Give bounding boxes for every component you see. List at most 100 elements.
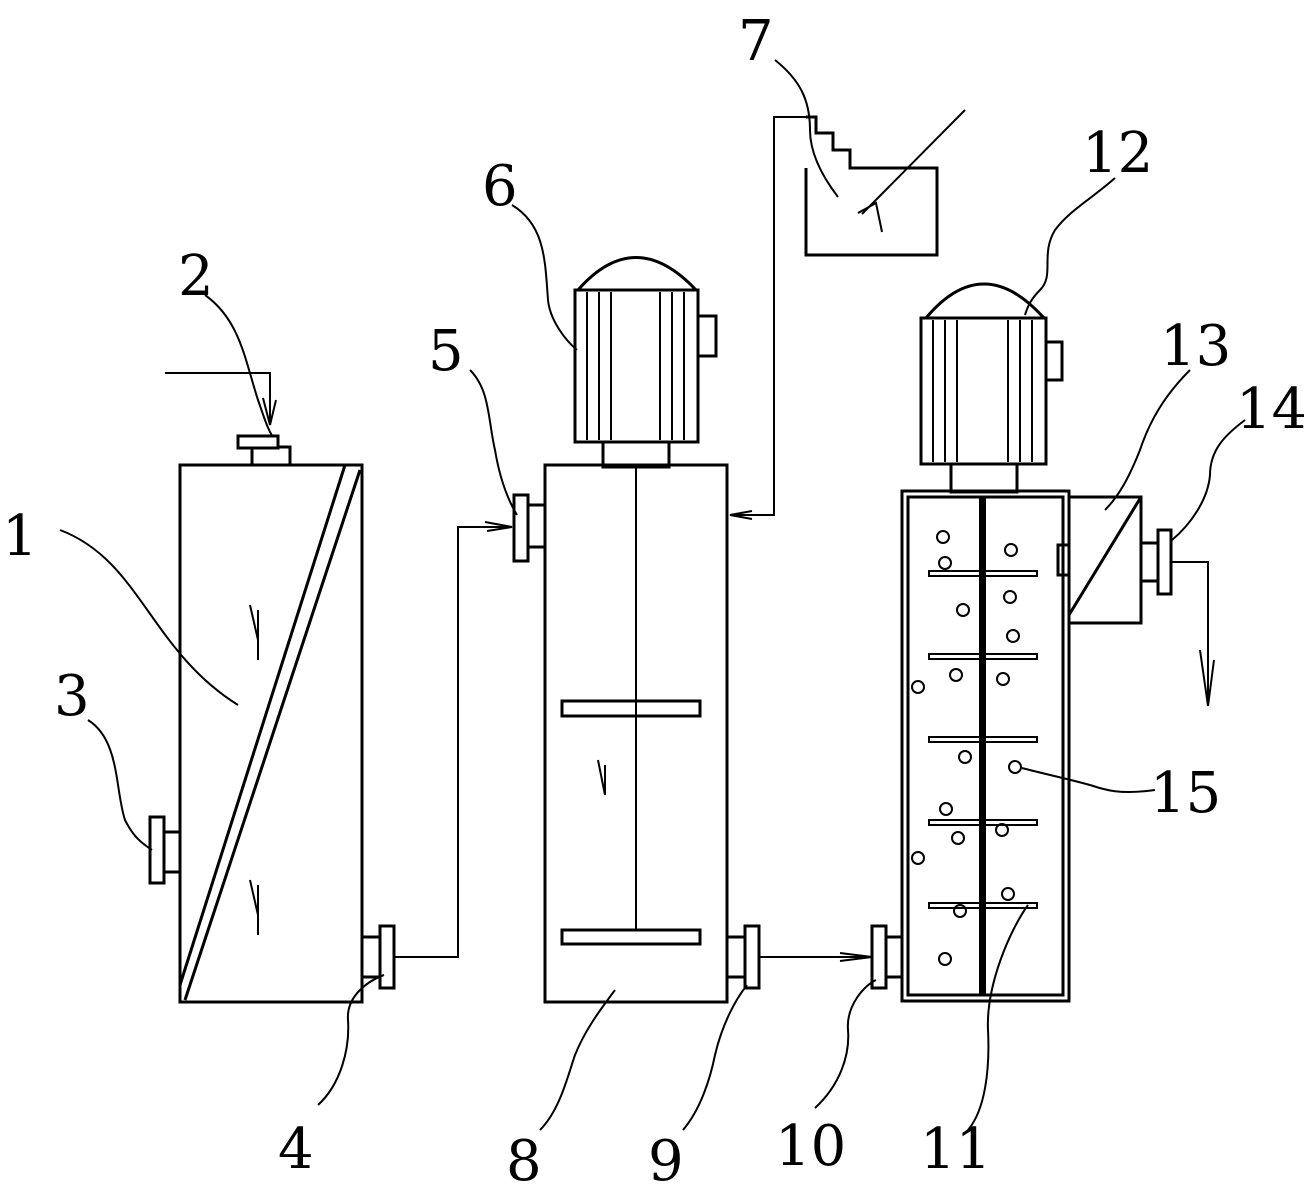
label-12: 12 — [1082, 121, 1153, 186]
tank-1-inlet-pipe — [165, 372, 271, 425]
leader-4 — [317, 974, 385, 1106]
leader-9 — [682, 984, 748, 1131]
tank-1-top-flange-b — [236, 434, 280, 450]
motor-6-box — [696, 314, 718, 358]
pipe-1-to-2-arrow — [484, 521, 513, 532]
leader-3 — [87, 719, 153, 851]
tank-1-diagonal-b — [183, 469, 362, 1001]
motor-12-housing — [919, 316, 1048, 466]
label-15: 15 — [1150, 761, 1221, 826]
tank-1-inlet-arrow — [262, 397, 277, 426]
particle — [936, 530, 950, 544]
tank-1-diagonal-a — [178, 464, 347, 986]
particle — [951, 831, 965, 845]
particle — [949, 668, 963, 682]
leader-7 — [774, 59, 839, 198]
label-3: 3 — [54, 664, 90, 729]
label-14: 14 — [1236, 377, 1304, 442]
tank-2-flow-arrow — [597, 759, 606, 796]
particle — [1008, 760, 1022, 774]
tank-1-outlet-flange — [378, 924, 396, 990]
label-10: 10 — [775, 1114, 846, 1179]
particle — [995, 823, 1009, 837]
tank-3-particles — [911, 530, 1022, 966]
tank-1-top-neck — [250, 445, 292, 467]
particle — [953, 904, 967, 918]
label-9: 9 — [648, 1129, 684, 1192]
tank-1-outlet-neck — [360, 935, 382, 979]
particle — [956, 603, 970, 617]
tank-2-outlet-neck — [725, 935, 747, 979]
tank-3-inlet-flange — [870, 924, 888, 990]
motor-12-box — [1044, 340, 1064, 382]
particle — [1003, 590, 1017, 604]
leader-6 — [511, 204, 578, 351]
tank-2-outlet-flange — [743, 924, 761, 990]
leader-8 — [539, 989, 616, 1131]
leader-1 — [59, 529, 239, 706]
particle — [996, 672, 1010, 686]
label-13: 13 — [1160, 314, 1231, 379]
dosing-box-7-agitator-blade — [857, 201, 883, 233]
leader-2 — [204, 294, 274, 438]
motor-6-housing — [573, 288, 700, 444]
dosing-box-7-body — [804, 115, 939, 257]
outlet-14-pipe — [1171, 561, 1209, 706]
leader-10 — [814, 979, 877, 1109]
particle — [1001, 887, 1015, 901]
tank-3-shaft — [979, 497, 986, 995]
leader-11 — [967, 904, 1029, 1131]
tank-1-flow-arrow-upper — [249, 604, 259, 641]
tank-1 — [148, 372, 396, 1004]
particle — [938, 556, 952, 570]
overflow-box-13-diagonal — [1067, 496, 1143, 616]
tank-3 — [870, 282, 1215, 1003]
label-11: 11 — [920, 1117, 991, 1182]
pipe-1-to-2 — [394, 526, 512, 958]
leader-5 — [469, 369, 518, 516]
label-5: 5 — [428, 319, 464, 384]
outlet-14-arrow — [1199, 649, 1215, 707]
particle — [939, 802, 953, 816]
tank-2 — [512, 256, 761, 1004]
label-4: 4 — [278, 1117, 314, 1182]
particle — [911, 851, 925, 865]
tank-2-inlet-flange — [512, 493, 530, 563]
label-1: 1 — [2, 504, 38, 569]
motor-6-base — [601, 440, 671, 469]
pipe-7-to-tank-2 — [730, 116, 806, 516]
particle — [958, 750, 972, 764]
overflow-box-13-lip — [1056, 543, 1071, 577]
dosing-box-7 — [804, 109, 966, 257]
particle — [1006, 629, 1020, 643]
leader-14 — [1171, 419, 1246, 541]
leader-12 — [1024, 177, 1116, 316]
tank-2-inlet-neck — [526, 503, 547, 549]
dosing-box-7-agitator-line — [861, 109, 966, 215]
particle — [1004, 543, 1018, 557]
tank-2-body — [543, 463, 729, 1004]
tank-1-flow-arrow-lower — [249, 879, 259, 916]
label-6: 6 — [482, 154, 518, 219]
tank-1-side-neck — [161, 830, 182, 874]
tank-3-paddle-5 — [928, 902, 1038, 909]
leader-lines — [59, 59, 1246, 1131]
tank-3-paddle-3 — [928, 736, 1038, 743]
tank-3-paddle-2 — [928, 653, 1038, 660]
particle — [911, 680, 925, 694]
tank-3-paddle-1 — [928, 570, 1038, 577]
labels: 1 2 3 4 5 6 7 8 9 10 11 12 13 14 15 — [2, 9, 1304, 1194]
tank-3-inlet-neck — [884, 935, 904, 979]
leader-13 — [1104, 369, 1191, 511]
tank-2-impeller-upper — [560, 699, 702, 718]
label-7: 7 — [738, 9, 774, 74]
motor-6-dome — [576, 256, 698, 292]
motor-12-base — [949, 462, 1019, 494]
label-2: 2 — [178, 244, 214, 309]
outlet-14-neck — [1139, 541, 1160, 583]
particle — [938, 952, 952, 966]
label-8: 8 — [506, 1129, 542, 1192]
tank-2-impeller-lower — [560, 928, 702, 946]
